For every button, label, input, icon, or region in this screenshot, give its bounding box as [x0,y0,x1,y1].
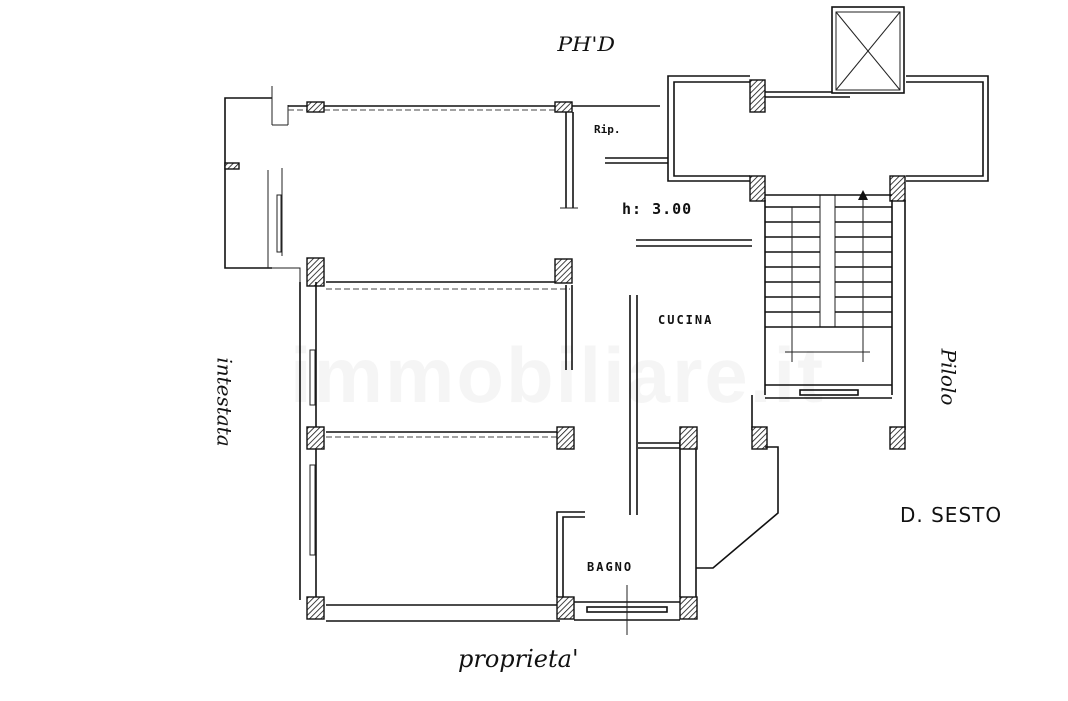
upper-room [288,101,660,290]
label-bottom: proprieta' [458,645,579,673]
label-right-side: Pilolo [936,348,961,406]
label-storage: Rip. [594,123,621,136]
label-bathroom: BAGNO [587,560,634,574]
label-top: PH'D [557,32,616,56]
landing [605,6,989,202]
bathroom-walls [556,426,779,635]
label-left-side: intestata [212,357,237,447]
label-kitchen: CUCINA [658,313,714,327]
label-right-neighbor: D. SESTO [900,503,1003,527]
staircase [751,190,906,450]
watermark: immobiliare.it [290,330,825,421]
top-left-balcony [224,86,301,282]
label-height: h: 3.00 [622,200,693,218]
kitchen-walls [565,239,752,515]
bedrooms [299,282,575,622]
